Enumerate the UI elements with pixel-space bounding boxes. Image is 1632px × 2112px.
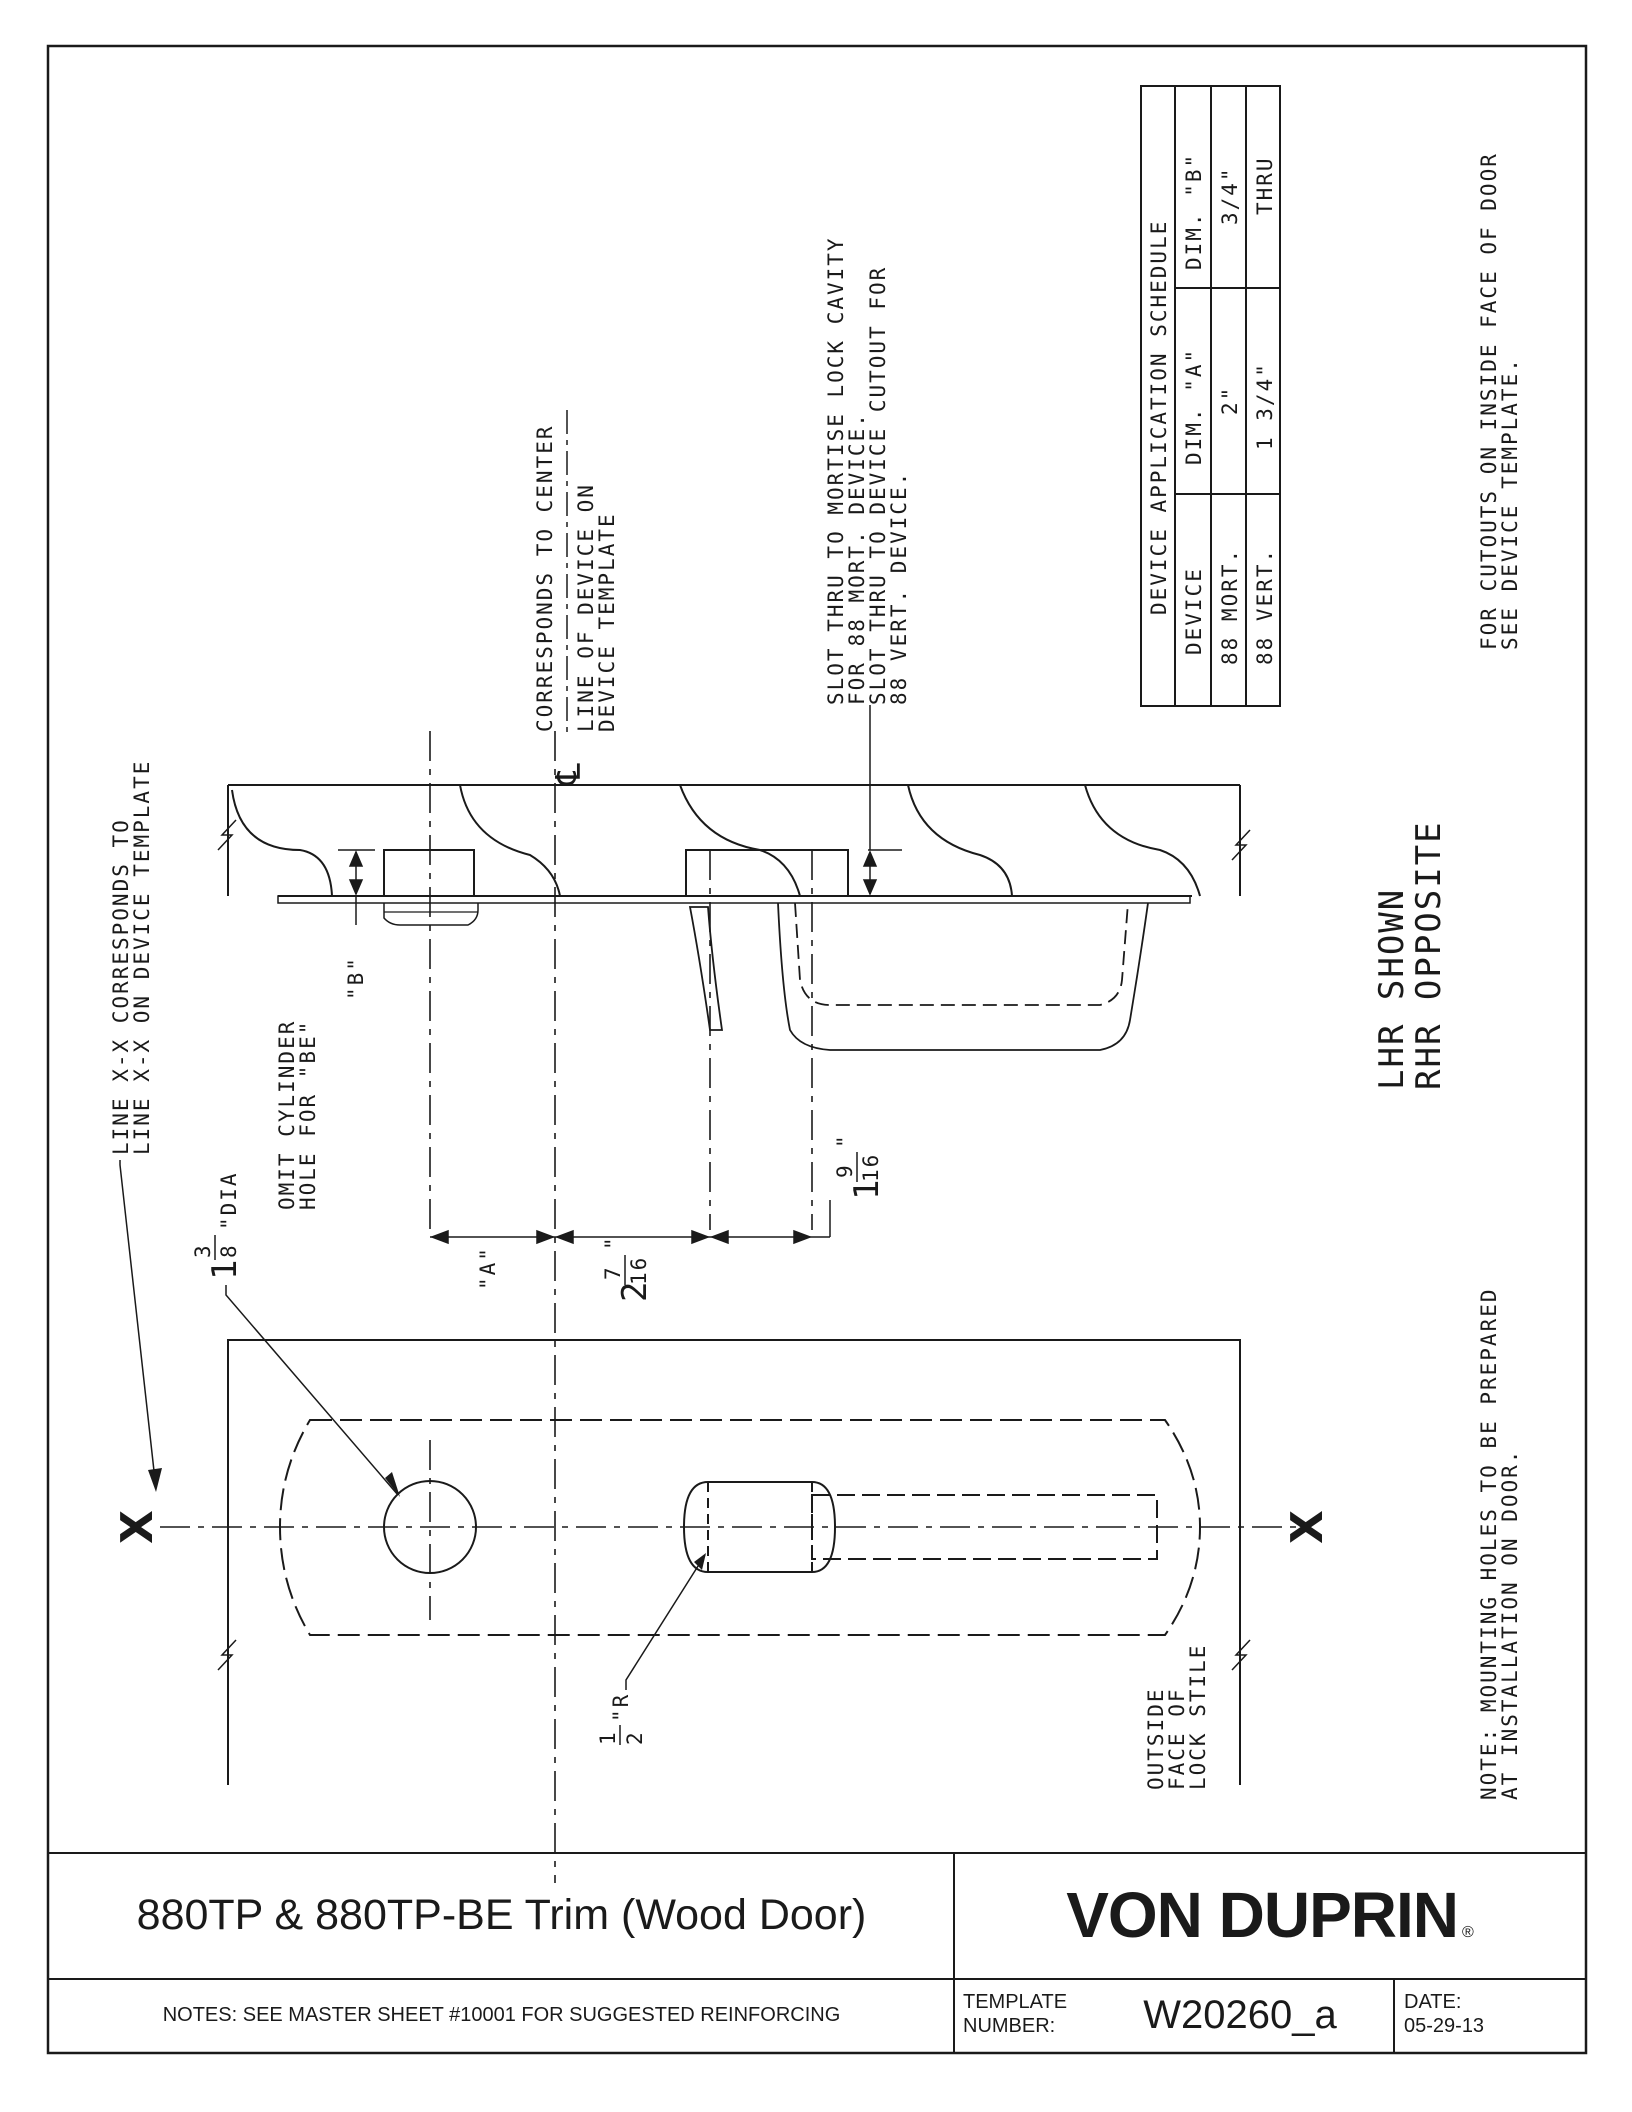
slot-note-3: SLOT THRU TO DEVICE CUTOUT FOR	[866, 266, 890, 705]
schedule-row2-a: 1 3/4"	[1253, 362, 1277, 450]
d2-num: 9	[833, 1163, 857, 1178]
d2-whole: 1	[847, 1178, 887, 1200]
date-value: 05-29-13	[1404, 2015, 1485, 2037]
outside-face-2: FACE OF	[1165, 1687, 1189, 1790]
trim-profile	[688, 902, 1149, 1051]
omit-cylinder-1: OMIT CYLINDER	[275, 1020, 299, 1210]
template-label-line1: TEMPLATE	[963, 1991, 1068, 2013]
front-view	[217, 1339, 1251, 1785]
centerline-symbol: ℄	[549, 761, 589, 786]
d1-den: 16	[627, 1256, 651, 1285]
schedule-header-dim-b: DIM. "B"	[1182, 153, 1206, 270]
dim-b	[338, 849, 902, 925]
d1-mark: "	[601, 1235, 625, 1250]
slot-note-4: 88 VERT. DEVICE.	[887, 471, 911, 705]
dia-label: "DIA	[217, 1171, 241, 1230]
d2-den: 16	[859, 1153, 883, 1182]
dia-whole: 1	[205, 1258, 245, 1280]
brand-registered-mark: ®	[1462, 1924, 1474, 1941]
cutouts-note-1: FOR CUTOUTS ON INSIDE FACE OF DOOR	[1477, 152, 1501, 650]
schedule-title: DEVICE APPLICATION SCHEDULE	[1147, 220, 1171, 615]
schedule-table	[1140, 85, 1281, 707]
cutouts-note-2: SEE DEVICE TEMPLATE.	[1498, 357, 1522, 650]
center-lines	[160, 731, 1298, 1883]
r-num: 1	[596, 1730, 620, 1745]
outside-face-3: LOCK STILE	[1186, 1644, 1210, 1790]
door-edge-view	[217, 784, 1251, 926]
dim-chain	[429, 1200, 831, 1245]
reinforcing-notes: NOTES: SEE MASTER SHEET #10001 FOR SUGGE…	[162, 2003, 841, 2026]
radius-label: "R	[609, 1693, 633, 1722]
schedule-row1-device: 88 MORT.	[1218, 548, 1242, 665]
schedule-row2-device: 88 VERT.	[1253, 548, 1277, 665]
handing-1: LHR SHOWN	[1372, 888, 1412, 1090]
schedule-header-dim-a: DIM. "A"	[1182, 348, 1206, 465]
outside-face-1: OUTSIDE	[1144, 1687, 1168, 1790]
center-note-3: DEVICE TEMPLATE	[595, 512, 619, 732]
r-den: 2	[623, 1730, 647, 1745]
center-note-2: LINE OF DEVICE ON	[574, 483, 598, 732]
brand-logo: VON DUPRIN®	[955, 1853, 1584, 1977]
mounting-note-1: NOTE: MOUNTING HOLES TO BE PREPARED	[1477, 1287, 1501, 1800]
template-number-label: TEMPLATE NUMBER:	[963, 1990, 1083, 2038]
sheet-border	[46, 44, 1588, 2055]
template-label-line2: NUMBER:	[963, 2015, 1056, 2037]
drawing-title: 880TP & 880TP-BE Trim (Wood Door)	[136, 1890, 867, 1939]
schedule-row1-b: 3/4"	[1218, 166, 1242, 225]
date-label: DATE:	[1404, 1991, 1462, 2013]
line-xx-note-1: LINE X-X CORRESPONDS TO	[109, 818, 133, 1155]
schedule-row2-b: THRU	[1253, 156, 1277, 215]
slot-note-1: SLOT THRU TO MORTISE LOCK CAVITY	[824, 236, 848, 705]
x-marker-left: X	[112, 1510, 163, 1544]
d1-num: 7	[601, 1265, 625, 1280]
schedule-row1-a: 2"	[1218, 386, 1242, 415]
mounting-note-2: AT INSTALLATION ON DOOR.	[1498, 1449, 1522, 1800]
slot-note-2: FOR 88 MORT. DEVICE.	[845, 412, 869, 705]
x-marker-right: X	[1282, 1510, 1333, 1544]
line-xx-note-2: LINE X-X ON DEVICE TEMPLATE	[130, 760, 154, 1155]
handing-2: RHR OPPOSITE	[1409, 820, 1449, 1090]
dia-num: 3	[191, 1243, 215, 1258]
schedule-header-device: DEVICE	[1182, 567, 1206, 655]
dia-den: 8	[217, 1243, 241, 1258]
center-note-1: CORRESPONDS TO CENTER	[533, 424, 557, 732]
date-block: DATE: 05-29-13	[1404, 1990, 1484, 2038]
template-number: W20260_a	[1143, 1992, 1337, 2037]
brand-name: VON DUPRIN	[1066, 1879, 1459, 1951]
dim-a-label: "A"	[476, 1246, 500, 1290]
d2-mark: "	[833, 1133, 857, 1148]
d1-whole: 2	[615, 1280, 655, 1302]
dim-b-label: "B"	[344, 956, 368, 1000]
omit-cylinder-2: HOLE FOR "BE"	[296, 1020, 320, 1210]
